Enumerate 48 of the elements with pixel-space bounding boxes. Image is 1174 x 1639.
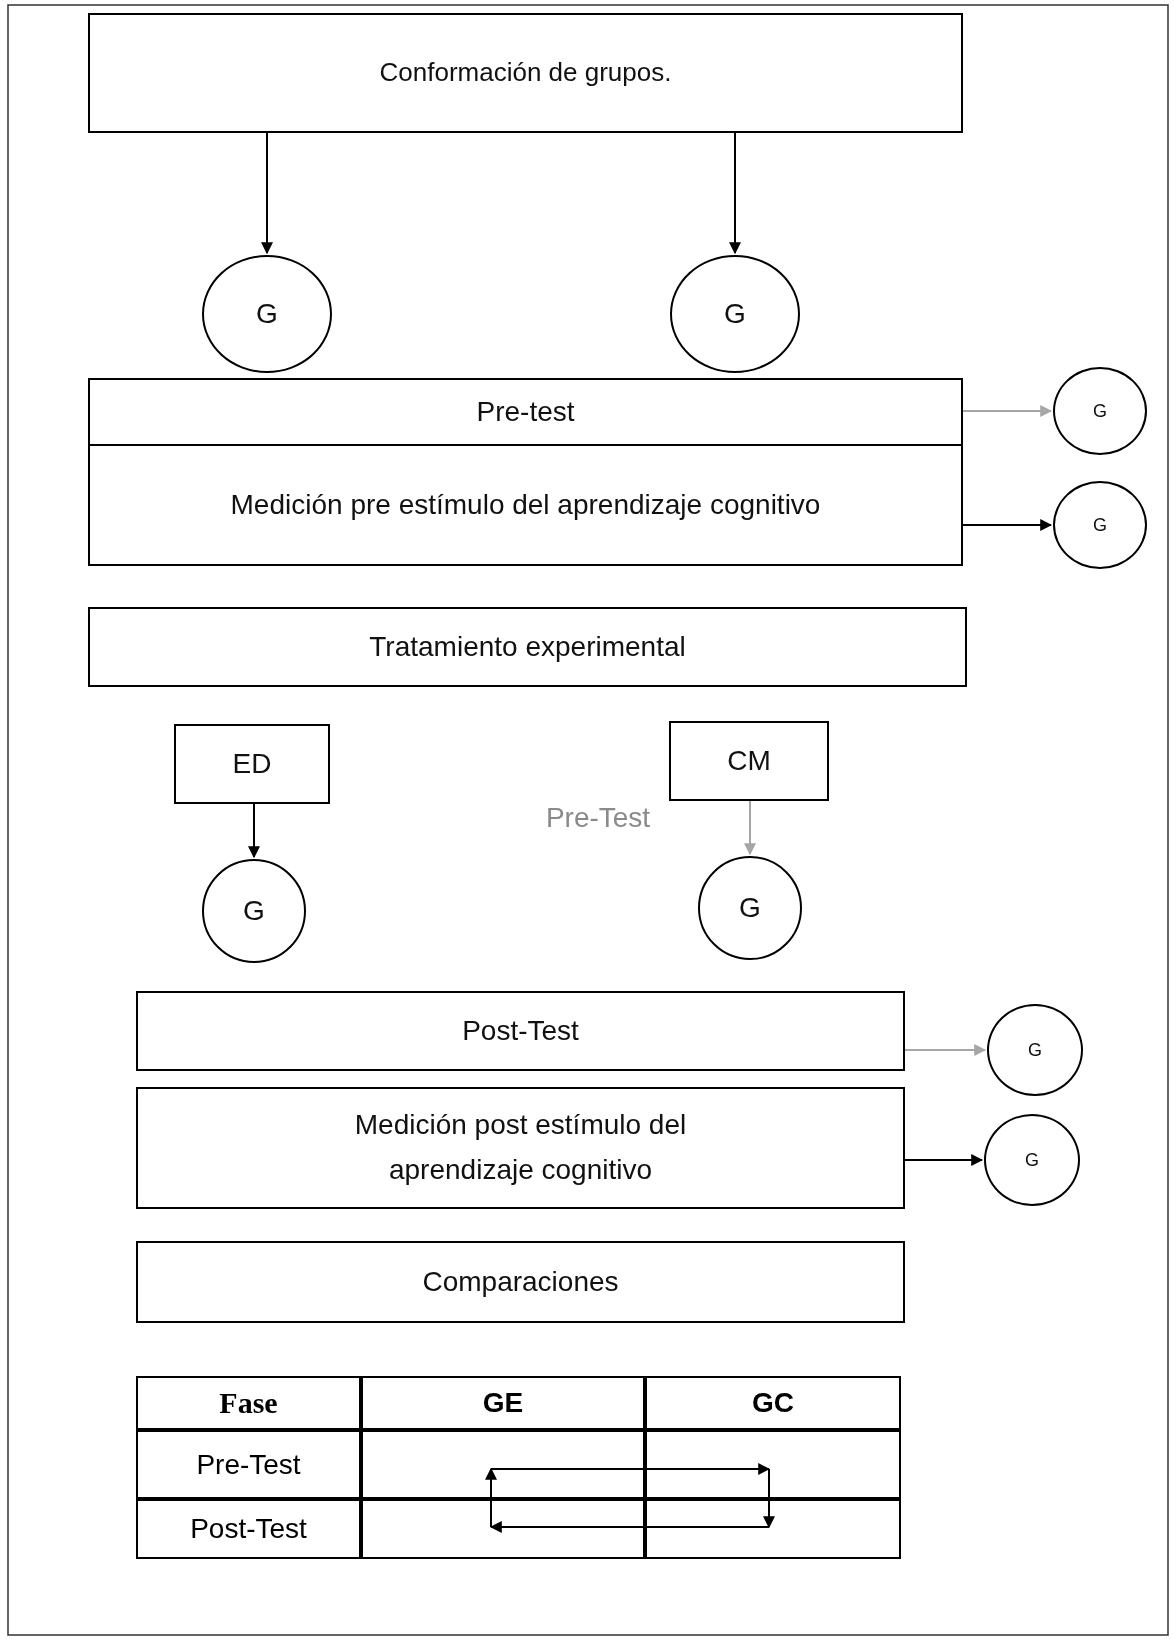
process-box [136,991,905,1071]
process-box [136,1087,905,1209]
table-cell [361,1499,645,1559]
process-box [88,378,963,446]
arrow [962,405,1053,417]
arrow [904,1154,984,1166]
node-label: G [739,890,761,925]
table-cell [645,1430,901,1499]
arrow [962,519,1053,531]
process-box [88,607,967,687]
node-label: G [1093,399,1107,423]
node-label: G [724,296,746,331]
box-text: Post-Test [462,1013,579,1048]
arrow [490,1463,771,1475]
box-text: Pre-test [476,394,575,429]
box-text: Tratamiento experimental [369,629,686,664]
column-header: GE [482,1387,524,1419]
process-box [88,13,963,133]
arrow [904,1044,987,1056]
box-text: ED [232,746,272,781]
node-label: G [1028,1038,1042,1062]
table-cell [361,1430,645,1499]
arrow [489,1521,770,1533]
arrow [744,800,756,856]
process-box [174,724,330,804]
row-header: Post-Test [190,1513,307,1545]
row-header: Pre-Test [196,1448,301,1481]
node-label: G [256,296,278,331]
process-box [669,721,829,801]
process-box [88,444,963,566]
process-box [136,1241,905,1323]
table-cell [645,1499,901,1559]
arrow [248,803,260,859]
node-label: G [1025,1148,1039,1172]
arrow [763,1468,775,1529]
node-label: G [1093,513,1107,537]
note-text: Pre-Test [545,802,651,834]
node-label: G [243,893,265,928]
box-text: Comparaciones [422,1264,619,1299]
arrow [261,132,273,255]
arrow [729,132,741,255]
box-text: Medición post estímulo del aprendizaje cognitivo [353,1108,688,1187]
column-header: GC [752,1387,794,1419]
box-text: Conformación de grupos. [379,56,672,90]
column-header: Fase [219,1386,278,1420]
box-text: CM [727,743,771,778]
box-text: Medición pre estímulo del aprendizaje cognitivo [230,487,821,522]
arrow [485,1467,497,1528]
